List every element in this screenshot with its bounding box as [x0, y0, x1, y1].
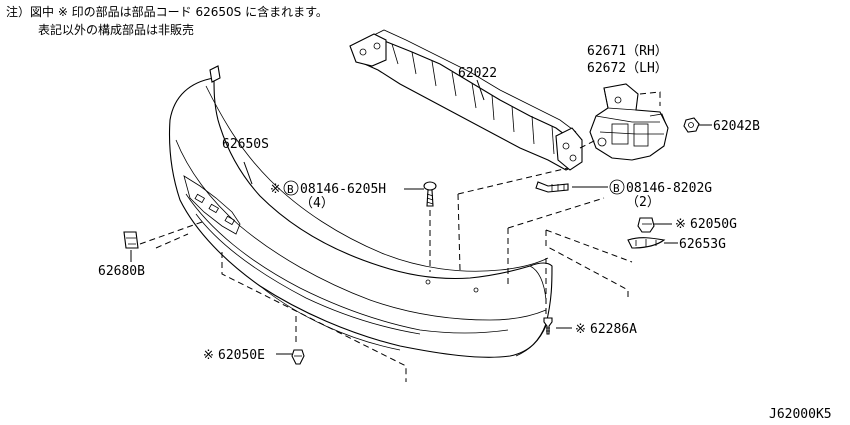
nut-62042b[interactable]	[683, 117, 700, 133]
clip-left[interactable]	[123, 231, 139, 249]
callout-62671: 62671（RH）	[587, 44, 668, 59]
callout-62050e: 62050E	[218, 348, 265, 363]
asterisk-mark-62286a: ※	[575, 322, 586, 337]
callout-08146-8202g: 08146-8202G	[626, 181, 712, 196]
circled-b-icon-right	[609, 179, 625, 195]
callout-62672: 62672（LH）	[587, 61, 668, 76]
note-line-2: 表記以外の構成部品は非販売	[38, 23, 195, 37]
callout-62050g: 62050G	[690, 217, 737, 232]
callout-62650s: 62650S	[222, 137, 269, 152]
asterisk-mark-62050e: ※	[203, 348, 214, 363]
callout-62653g: 62653G	[679, 237, 726, 252]
note-line-1: 注）図中 ※ 印の部品は部品コード 62650S に含まれます。	[6, 5, 328, 19]
callout-62022: 62022	[458, 66, 497, 81]
bolt-left[interactable]	[423, 181, 437, 207]
circled-b-letter: B	[287, 183, 294, 196]
bumper-reinforcement[interactable]	[349, 29, 583, 171]
callout-08146-8202g-qty: （2）	[626, 195, 660, 210]
bolt-right[interactable]	[535, 181, 569, 193]
asterisk-mark-bolt-left: ※	[270, 182, 281, 197]
bumper-side-bracket[interactable]	[589, 83, 669, 161]
leader-reinforcement	[476, 79, 485, 101]
assembly-dashed-lines	[139, 91, 661, 382]
bumper-fascia[interactable]	[168, 65, 553, 358]
circled-b-icon	[283, 180, 299, 196]
clip-lower[interactable]	[291, 349, 305, 365]
asterisk-mark-62050g: ※	[675, 217, 686, 232]
leader-fascia	[243, 161, 253, 185]
circled-b-letter-right: B	[613, 182, 620, 195]
callout-62042b: 62042B	[713, 119, 760, 134]
seal-strip[interactable]	[627, 237, 666, 249]
callout-62286a: 62286A	[590, 322, 637, 337]
diagram-code: J62000K5	[769, 407, 832, 422]
callout-08146-6205h: 08146-6205H	[300, 182, 386, 197]
callout-08146-6205h-qty: （4）	[300, 196, 334, 211]
clip-upper[interactable]	[637, 217, 655, 233]
screw-62286a[interactable]	[543, 317, 553, 335]
callout-62680b: 62680B	[98, 264, 145, 279]
